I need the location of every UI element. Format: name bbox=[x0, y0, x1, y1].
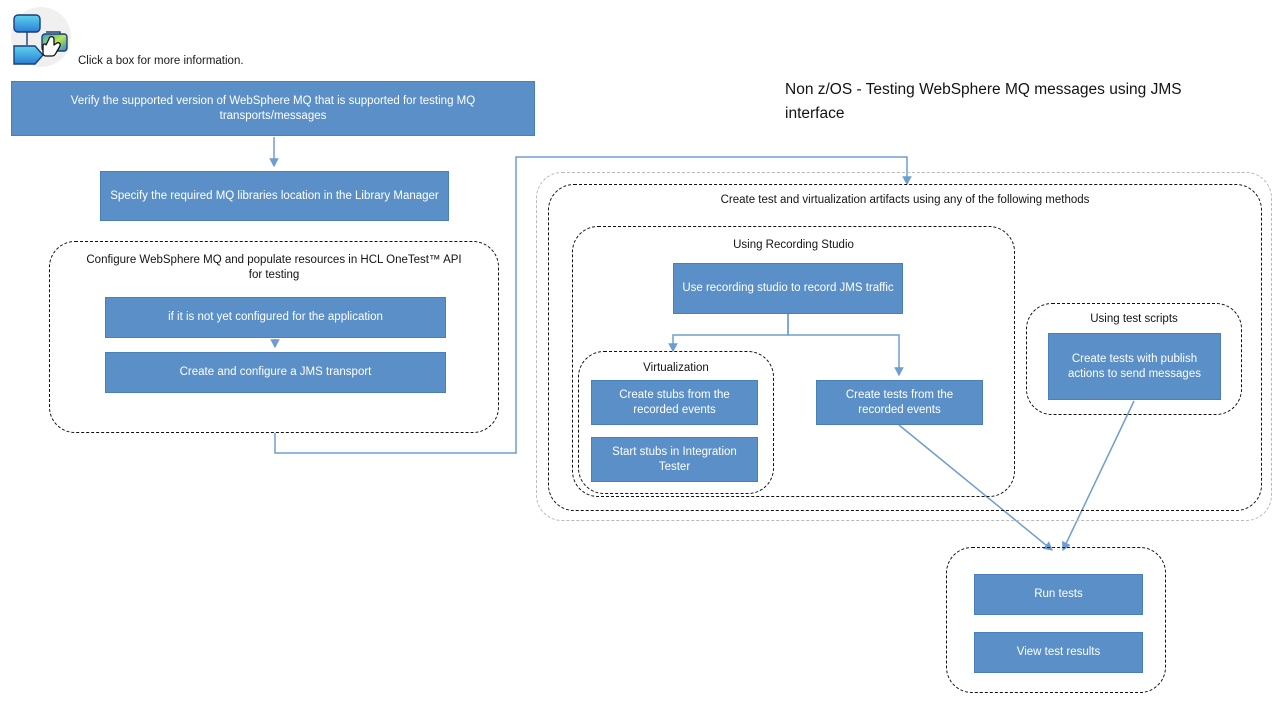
group-using-test-scripts: Using test scripts bbox=[1026, 303, 1242, 415]
box-verify-version[interactable]: Verify the supported version of WebSpher… bbox=[11, 81, 535, 136]
group-using-recording-studio: Using Recording Studio bbox=[572, 226, 1015, 497]
group-create-artifacts-outer bbox=[536, 172, 1272, 521]
box-specify-libraries[interactable]: Specify the required MQ libraries locati… bbox=[100, 171, 449, 221]
group-using-recording-studio-label: Using Recording Studio bbox=[733, 239, 854, 251]
group-create-artifacts-label: Create test and virtualization artifacts… bbox=[720, 194, 1090, 206]
box-not-configured[interactable]: if it is not yet configured for the appl… bbox=[105, 297, 446, 338]
box-use-recording-studio[interactable]: Use recording studio to record JMS traff… bbox=[673, 263, 903, 314]
flow-diagram-click-icon bbox=[8, 6, 74, 68]
box-start-stubs[interactable]: Start stubs in Integration Tester bbox=[591, 437, 758, 482]
group-create-artifacts: Create test and virtualization artifacts… bbox=[548, 184, 1262, 511]
group-results bbox=[946, 547, 1166, 693]
group-configure-mq-label: Configure WebSphere MQ and populate reso… bbox=[86, 254, 462, 281]
box-create-stubs[interactable]: Create stubs from the recorded events bbox=[591, 380, 758, 425]
box-create-tests-recorded[interactable]: Create tests from the recorded events bbox=[816, 380, 983, 425]
group-using-test-scripts-label: Using test scripts bbox=[1090, 313, 1178, 325]
page-title: Non z/OS - Testing WebSphere MQ messages… bbox=[785, 81, 1182, 122]
box-create-jms-transport[interactable]: Create and configure a JMS transport bbox=[105, 352, 446, 393]
group-virtualization-label: Virtualization bbox=[643, 362, 709, 374]
box-run-tests[interactable]: Run tests bbox=[974, 574, 1143, 615]
instructions-line-1: Click a box for more information. bbox=[78, 55, 244, 67]
box-view-test-results[interactable]: View test results bbox=[974, 632, 1143, 673]
group-virtualization: Virtualization bbox=[578, 351, 774, 494]
group-configure-mq: Configure WebSphere MQ and populate reso… bbox=[49, 241, 499, 433]
box-create-tests-publish[interactable]: Create tests with publish actions to sen… bbox=[1048, 333, 1221, 400]
